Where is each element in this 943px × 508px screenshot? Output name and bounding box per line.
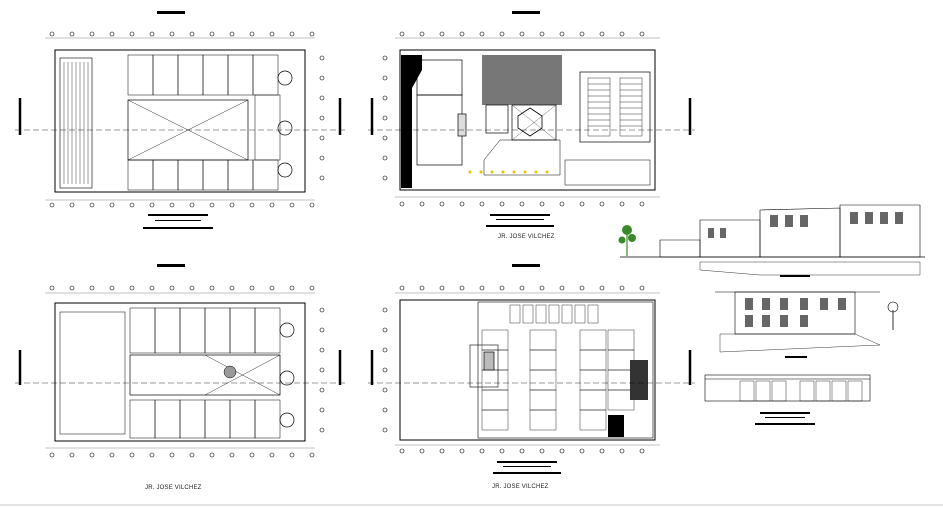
plan-1-outline xyxy=(54,49,306,193)
plan-2-axis-markers xyxy=(382,31,645,207)
plan-1-rooms xyxy=(127,54,281,191)
plan-2-patterned-court xyxy=(482,55,562,105)
plan-2-title-bar xyxy=(512,11,540,14)
plan-4-title-bar xyxy=(512,264,540,267)
ramp-hatch xyxy=(630,360,648,400)
plan-4-outline xyxy=(399,299,656,441)
plan-3-axis-markers xyxy=(49,285,325,458)
plan-1-scale-bar xyxy=(148,214,208,216)
parking-plan xyxy=(368,264,695,474)
plan-2-seating-rows xyxy=(587,77,643,137)
section-1 xyxy=(715,291,899,358)
plan-4-scale-bar xyxy=(497,461,557,463)
tree-icon-2 xyxy=(887,301,899,330)
plan-2-scale-bar xyxy=(490,214,550,216)
street-label-bottom-right: JR. JOSE VILCHEZ xyxy=(492,484,549,490)
tree-icon xyxy=(618,225,636,256)
floor-plan-2 xyxy=(368,11,695,227)
plan-1-title-bar xyxy=(157,11,185,14)
floor-plan-1 xyxy=(15,11,345,229)
plan-1-stair-hatch xyxy=(63,62,89,184)
plan-2-outline xyxy=(399,49,656,191)
plan-3-title-bar xyxy=(157,264,185,267)
elevation-2 xyxy=(704,374,871,425)
elevation-1 xyxy=(618,204,925,277)
plan-3-outline xyxy=(54,302,306,442)
plan-3-round-fixture xyxy=(223,365,237,379)
section-1-windows xyxy=(745,298,846,327)
plan-2-solid-wall xyxy=(401,55,412,188)
plan-1-axis-markers xyxy=(49,31,325,208)
elevation-1-windows xyxy=(708,212,903,238)
plan-4-axis-markers xyxy=(382,285,645,454)
plan-3-rooms xyxy=(129,307,281,439)
street-label-bottom-left: JR. JOSE VILCHEZ xyxy=(145,485,202,491)
elevation-2-doors xyxy=(739,380,863,402)
street-label-top-right: JR. JOSE VILCHEZ xyxy=(498,234,555,240)
parking-top-row xyxy=(509,304,599,324)
plan-2-yellow-fixtures xyxy=(468,170,549,174)
floor-plan-3 xyxy=(15,264,345,449)
